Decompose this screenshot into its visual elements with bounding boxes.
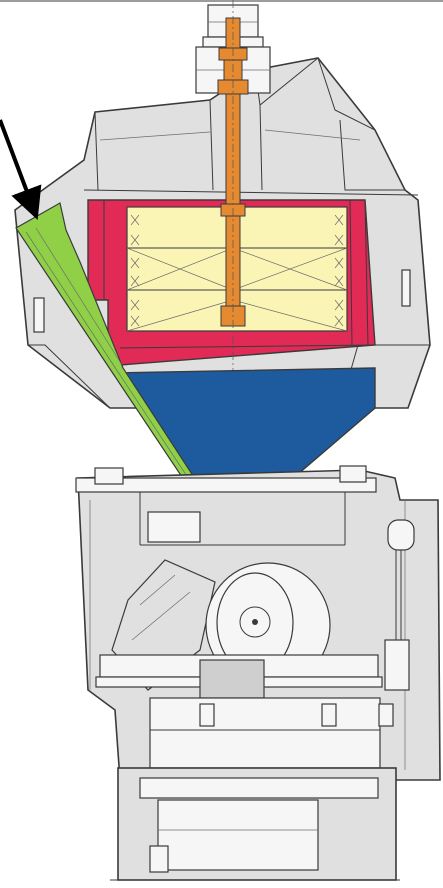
- roof-base-line: [83, 189, 419, 196]
- separator-blades-left: [130, 214, 140, 327]
- separator-blades-right: [334, 214, 344, 327]
- roller-hub-ring: [239, 606, 271, 638]
- feed-chute-line-2: [35, 227, 123, 366]
- gearbox-port: [199, 703, 215, 727]
- roof-line-4: [317, 57, 376, 131]
- roof-line-2: [209, 99, 214, 191]
- roller-line: [139, 574, 176, 606]
- gearbox: [149, 697, 381, 769]
- right-nozzle: [339, 465, 367, 483]
- feed-chute-line: [25, 231, 119, 373]
- roof-line: [94, 111, 99, 191]
- cage-diagonal-5: [126, 299, 234, 332]
- left-inspection-door: [33, 297, 45, 333]
- cage-diagonal-4: [232, 247, 348, 291]
- base-coupling: [149, 845, 169, 873]
- left-nozzle: [94, 467, 124, 485]
- cage-diagonal-3: [126, 247, 234, 291]
- gearbox-port-3: [378, 703, 394, 727]
- roller-hub-center: [252, 619, 258, 625]
- roof-inner-line-2: [264, 129, 361, 141]
- roof-inner-line: [99, 131, 211, 141]
- base-plate: [139, 777, 379, 799]
- separator-housing-base: [119, 344, 376, 349]
- roof-line-5: [259, 104, 263, 191]
- right-inspection-door: [401, 269, 411, 307]
- gearbox-port-2: [321, 703, 337, 727]
- grit-discharge-box: [147, 511, 201, 543]
- separator-housing-line-3: [364, 199, 369, 346]
- left-panel-line: [28, 344, 111, 409]
- cage-diagonal-6: [232, 299, 348, 332]
- roof-line-6: [339, 119, 405, 191]
- mill-top-flange: [75, 477, 377, 493]
- arrow-icon: [0, 119, 42, 220]
- separator-housing-line-2: [349, 199, 353, 346]
- hydraulic-foot: [384, 639, 410, 691]
- feed-chute: [15, 202, 213, 515]
- roller-line-2: [131, 591, 191, 641]
- hydraulic-cylinder: [387, 519, 415, 551]
- base-motor: [157, 799, 319, 871]
- table-center-hub: [199, 659, 265, 699]
